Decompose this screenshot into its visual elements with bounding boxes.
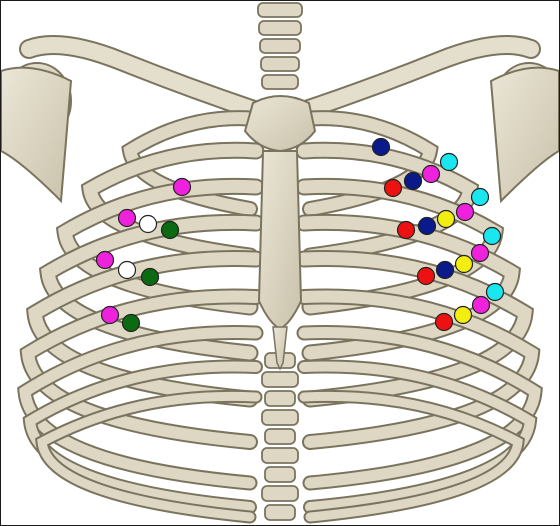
lumbar-vertebra-2 <box>262 372 298 387</box>
marker-left-3-red <box>398 222 415 239</box>
marker-left-3-navy <box>419 218 436 235</box>
marker-right-3-green <box>142 269 159 286</box>
lumbar-vertebra-4 <box>262 410 298 425</box>
marker-left-4-magenta <box>472 245 489 262</box>
lumbar-vertebra-6 <box>262 448 298 463</box>
skeleton <box>1 3 559 520</box>
marker-left-4-yellow <box>456 256 473 273</box>
marker-left-5-yellow <box>455 307 472 324</box>
marker-right-3-white <box>119 262 136 279</box>
lumbar-vertebra-9 <box>265 505 295 520</box>
lumbar-vertebra-8 <box>262 486 298 501</box>
marker-left-5-red <box>436 314 453 331</box>
marker-left-2-red <box>385 180 402 197</box>
right-shoulder-blade <box>491 68 559 201</box>
cervical-vertebra-5 <box>262 75 298 89</box>
left-shoulder-blade <box>1 68 71 201</box>
marker-left-3-cyan <box>472 189 489 206</box>
marker-left-3-yellow <box>438 211 455 228</box>
sternum-body <box>259 151 301 329</box>
lumbar-vertebra-3 <box>265 391 295 406</box>
marker-right-2-white <box>140 216 157 233</box>
marker-right-4-magenta <box>102 307 119 324</box>
sternum-manubrium <box>245 96 315 151</box>
marker-left-2-magenta <box>423 166 440 183</box>
marker-left-1-navy <box>373 139 390 156</box>
marker-right-3-magenta <box>97 252 114 269</box>
marker-right-4-green <box>123 315 140 332</box>
lumbar-vertebra-5 <box>265 429 295 444</box>
cervical-vertebra-3 <box>260 39 300 53</box>
marker-left-4-red <box>418 268 435 285</box>
cervical-vertebra-4 <box>261 57 299 71</box>
cervical-vertebra-2 <box>259 21 301 35</box>
marker-left-3-magenta <box>457 204 474 221</box>
marker-left-4-cyan <box>484 228 501 245</box>
lumbar-vertebra-7 <box>265 467 295 482</box>
marker-left-4-navy <box>437 262 454 279</box>
marker-left-2-navy <box>405 173 422 190</box>
marker-left-5-cyan <box>487 284 504 301</box>
marker-left-5-magenta <box>473 297 490 314</box>
marker-right-1-magenta <box>174 179 191 196</box>
cervical-vertebra-1 <box>258 3 302 17</box>
marker-right-2-magenta <box>119 210 136 227</box>
marker-right-2-green <box>162 222 179 239</box>
marker-left-2-cyan <box>441 154 458 171</box>
